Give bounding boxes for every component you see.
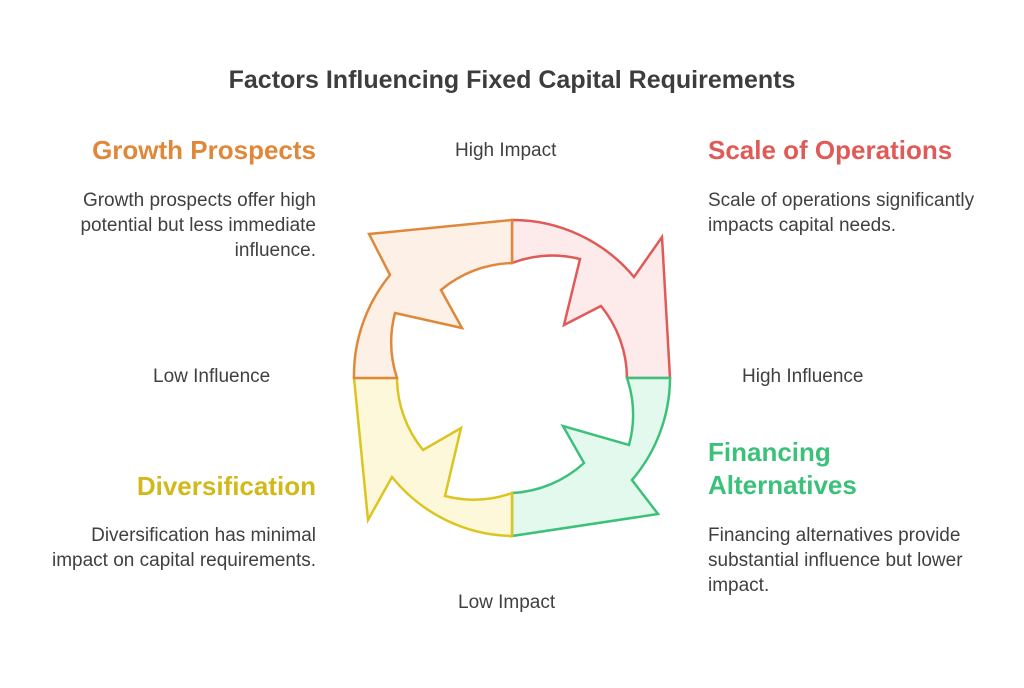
financing-alternatives-description: Financing alternatives provide substanti… bbox=[708, 525, 963, 596]
diversification-heading: Diversification bbox=[136, 471, 316, 501]
scale-of-operations-segment bbox=[510, 218, 672, 380]
axis-label-bottom: Low Impact bbox=[458, 592, 556, 613]
growth-prospects-segment bbox=[352, 218, 514, 380]
financing-alternatives-heading-line2: Alternatives bbox=[708, 470, 857, 500]
scale-of-operations-description: Scale of operations significantly impact… bbox=[708, 190, 975, 236]
scale-of-operations-heading: Scale of Operations bbox=[708, 135, 953, 165]
axis-label-top: High Impact bbox=[455, 140, 557, 161]
financing-alternatives-heading-line1: Financing bbox=[708, 437, 831, 467]
axis-label-right: High Influence bbox=[742, 366, 864, 387]
diversification-segment bbox=[352, 376, 514, 538]
financing-alternatives-heading: Financing Alternatives bbox=[708, 436, 857, 502]
growth-prospects-description: Growth prospects offer high potential bu… bbox=[80, 190, 316, 261]
growth-prospects-heading: Growth Prospects bbox=[92, 135, 316, 165]
diversification-description: Diversification has minimal impact on ca… bbox=[51, 525, 316, 571]
financing-alternatives-segment bbox=[510, 376, 672, 538]
page-title: Factors Influencing Fixed Capital Requir… bbox=[228, 66, 796, 94]
axis-label-left: Low Influence bbox=[153, 366, 271, 387]
